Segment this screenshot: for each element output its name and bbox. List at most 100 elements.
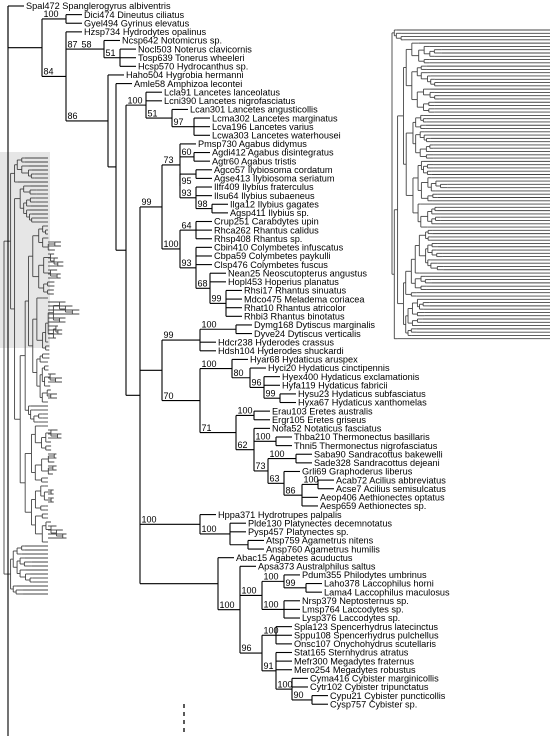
tip-label: Onsc107 Onychohydrus scutellaris — [294, 639, 436, 649]
support-value: 100 — [264, 600, 279, 610]
tip-label: Nrsp379 Neptosternus sp. — [302, 596, 409, 606]
tip-label: Pysp457 Platynectes sp. — [248, 527, 349, 537]
tip-label: Abac15 Agabetes acuductus — [236, 553, 353, 563]
tip-label: Ilga12 Ilybius gagates — [230, 199, 319, 209]
tip-label: Rhca262 Rhantus calidus — [214, 225, 319, 235]
tip-label: Hysu23 Hydaticus subfasciatus — [298, 389, 426, 399]
tip-label: Tosp639 Tonerus wheeleri — [138, 53, 245, 63]
support-value: 100 — [202, 319, 217, 329]
support-value: 93 — [182, 188, 192, 198]
support-value: 100 — [142, 514, 157, 524]
support-value: 100 — [256, 432, 271, 442]
support-value: 100 — [278, 679, 293, 689]
tip-label: Ansp760 Agametrus humilis — [266, 544, 380, 554]
tip-label: Laho378 Laccophilus horni — [324, 579, 434, 589]
tip-label: Hyci20 Hydaticus cinctipennis — [268, 363, 390, 373]
tip-label: Acse7 Acilius semisulcatus — [336, 484, 446, 494]
tip-label: Lcwa303 Lancetes waterhousei — [212, 131, 341, 141]
tip-label: Dymg168 Dytiscus marginalis — [254, 320, 375, 330]
support-value: 99 — [142, 197, 152, 207]
support-value: 100 — [264, 625, 279, 635]
tip-label: Lmsp764 Laccodytes sp. — [302, 605, 404, 615]
tip-label: Ilfr409 Ilybius fraterculus — [214, 182, 314, 192]
tip-label: Lcva196 Lancetes varius — [212, 122, 314, 132]
support-value: 93 — [182, 258, 192, 268]
tip-label: Rhat10 Rhantus atricolor — [244, 303, 346, 313]
tip-label: Rhsp408 Rhantus sp. — [214, 234, 302, 244]
tip-label: Mero254 Megadytes robustus — [294, 665, 416, 675]
tip-label: Lcma302 Lancetes marginatus — [212, 113, 338, 123]
tip-label: Hdcr238 Hyderodes crassus — [218, 337, 334, 347]
tip-label: Thni5 Thermonectus nigrofasciatus — [294, 441, 438, 451]
tip-label: Hyxa67 Hydaticus xanthomelas — [298, 398, 427, 408]
tip-label: Agdi412 Agabus disintegratus — [212, 148, 334, 158]
support-value: 99 — [286, 578, 296, 588]
tip-label: Erau103 Eretes australis — [272, 406, 373, 416]
tip-label: Spla123 Spencerhydrus latecinctus — [294, 622, 438, 632]
tip-label: Apsa373 Australphilus saltus — [258, 562, 376, 572]
tip-label: Haho504 Hygrobia hermanni — [126, 70, 243, 80]
tip-label: Rhsi17 Rhantus sinuatus — [244, 286, 347, 296]
support-value: 97 — [174, 117, 184, 127]
support-value: 86 — [286, 485, 296, 495]
support-value: 96 — [252, 378, 262, 388]
support-value: 99 — [164, 330, 174, 340]
support-value: 100 — [202, 524, 217, 534]
tip-label: Lcni390 Lancetes nigrofasciatus — [164, 96, 296, 106]
tip-label: Crup251 Carabdytes upin — [214, 217, 319, 227]
tip-label: Pdum355 Philodytes umbrinus — [302, 570, 427, 580]
support-value: 80 — [234, 368, 244, 378]
support-value: 99 — [266, 388, 276, 398]
tip-label: Agtr60 Agabus tristis — [212, 156, 297, 166]
tip-label: Plde130 Platynectes decemnotatus — [248, 518, 392, 528]
support-value: 99 — [212, 294, 222, 304]
tip-label: Cysp757 Cybister sp. — [330, 699, 417, 709]
tip-label: Hopl453 Hoperius planatus — [228, 277, 339, 287]
tip-label: Nofa52 Notaticus fasciatus — [272, 424, 382, 434]
overview-tree-thumbnail-right — [391, 29, 550, 340]
tip-label: Acab72 Acilius abbreviatus — [336, 475, 446, 485]
support-value: 64 — [182, 220, 192, 230]
support-value: 73 — [256, 461, 266, 471]
tip-label: Ilsu64 Ilybius subaeneus — [214, 191, 315, 201]
tip-label: Cyma416 Cybister marginicollis — [310, 674, 439, 684]
support-value: 100 — [264, 572, 279, 582]
tip-label: Grli69 Graphoderus liberus — [302, 467, 413, 477]
tip-label: Gyel494 Gyrinus elevatus — [84, 18, 190, 28]
tip-label: Hyex400 Hydaticus exclamationis — [282, 372, 420, 382]
tip-label: Atsp759 Agametrus nitens — [266, 536, 374, 546]
tip-label: Saba90 Sandracottus bakewelli — [314, 449, 443, 459]
support-value: 100 — [238, 406, 253, 416]
tip-label: Nean25 Neoscutopterus angustus — [228, 268, 367, 278]
tip-label: Dyve24 Dytiscus verticalis — [254, 329, 361, 339]
support-value: 63 — [270, 474, 280, 484]
tip-label: Sppu108 Spencerhydrus pulchellus — [294, 630, 439, 640]
support-value: 51 — [148, 108, 158, 118]
support-value: 90 — [294, 690, 304, 700]
tip-label: Rhbi3 Rhantus binotatus — [244, 312, 345, 322]
tip-label: Hdsh104 Hyderodes shuckardi — [218, 346, 344, 356]
tip-label: Mdco475 Meladema coriacea — [244, 294, 365, 304]
support-value: 98 — [198, 199, 208, 209]
support-value: 68 — [198, 279, 208, 289]
tip-label: Agco57 Ilybiosoma cordatum — [214, 165, 333, 175]
tip-label: Cypu21 Cybister puncticollis — [330, 691, 446, 701]
tip-label: Agse413 Ilybiosoma seriatum — [214, 174, 335, 184]
tip-label: Hcsp570 Hydrocanthus sp. — [138, 62, 248, 72]
support-value: 73 — [164, 155, 174, 165]
tip-label: Aesp659 Aethionectes sp. — [320, 501, 426, 511]
support-value: 84 — [44, 67, 54, 77]
tree-branches — [7, 5, 334, 736]
tip-label: Lama4 Laccophilus maculosus — [324, 587, 450, 597]
support-value: 100 — [220, 600, 235, 610]
support-value: 96 — [242, 643, 252, 653]
support-value: 95 — [182, 176, 192, 186]
tip-label: Thba210 Thermonectus basillaris — [294, 432, 430, 442]
tip-label: Sade328 Sandracottus dejeani — [314, 458, 440, 468]
tip-label: Hyfa119 Hydaticus fabricii — [282, 380, 388, 390]
tip-label: Pmsp730 Agabus didymus — [198, 139, 307, 149]
support-value: 100 — [242, 586, 257, 596]
support-value: 100 — [164, 239, 179, 249]
